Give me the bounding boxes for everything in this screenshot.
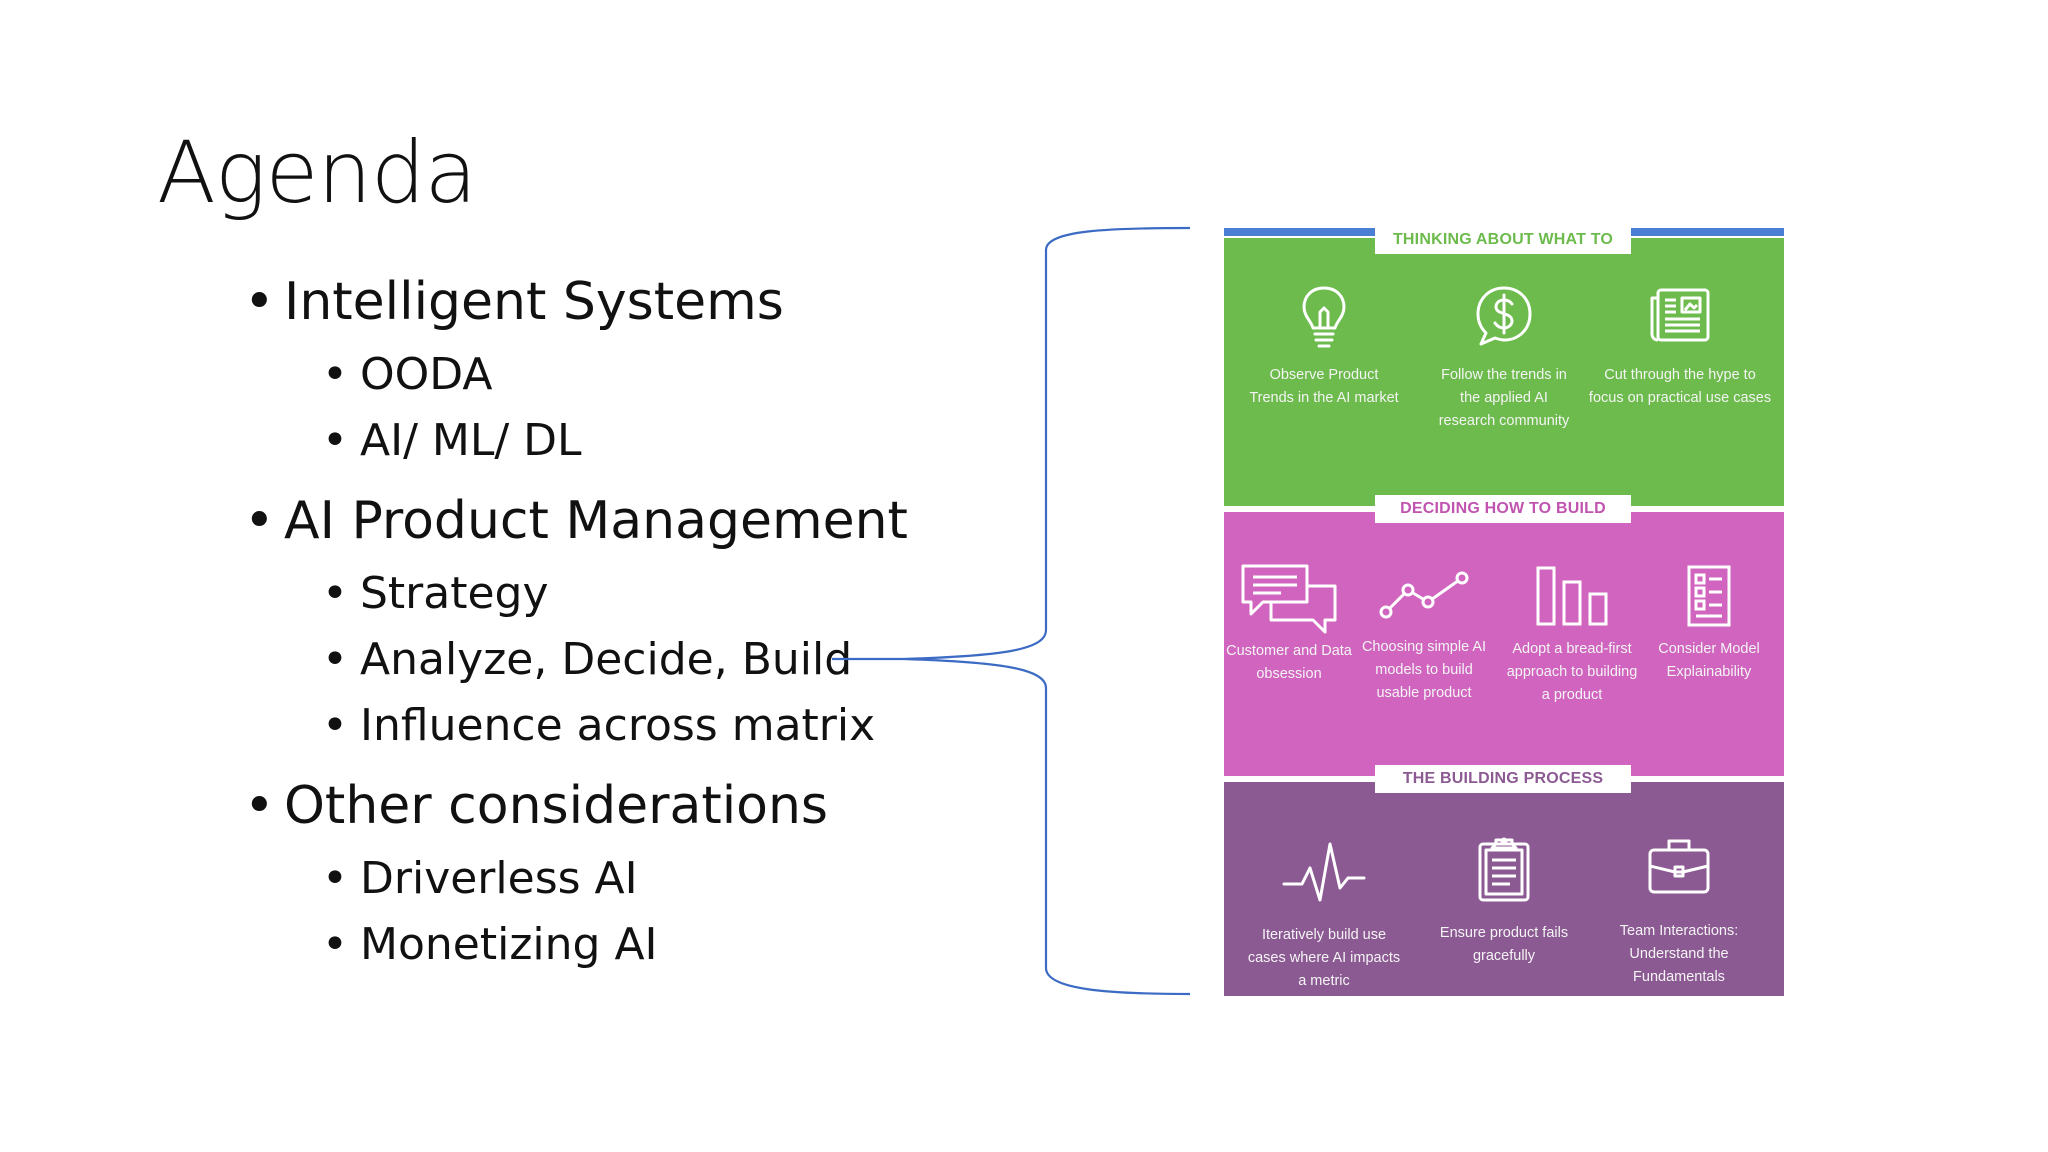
bullet-item: •AI Product Management [244, 489, 908, 553]
section-band-deciding [1224, 512, 1784, 776]
sub-bullet-label: OODA [360, 349, 493, 400]
item-caption-line: research community [1438, 413, 1570, 429]
infographic-item: Adopt a bread-first approach to building… [1504, 564, 1640, 707]
item-caption-line: approach to building [1506, 664, 1638, 680]
infographic-item: Observe Product Trends in the AI market [1224, 284, 1424, 410]
infographic-item: Iteratively build use cases where AI imp… [1224, 838, 1424, 993]
section-band-thinking [1224, 238, 1784, 506]
item-caption-line: models to build [1375, 662, 1473, 678]
item-caption-line: Choosing simple AI [1361, 639, 1487, 655]
clipboard-icon [1478, 837, 1530, 902]
infographic-item: Ensure product fails gracefully [1404, 836, 1604, 968]
infographic-item: Team Interactions: Understand the Fundam… [1574, 836, 1784, 989]
bar-chart-icon [1536, 566, 1608, 626]
sub-bullet-item: •OODA [322, 347, 492, 403]
bullet-label: AI Product Management [284, 491, 908, 551]
item-caption-line: gracefully [1472, 948, 1536, 964]
item-caption-line: Fundamentals [1633, 969, 1725, 985]
heartbeat-icon [1282, 842, 1366, 902]
brace-path [903, 226, 1191, 996]
infographic-item: Follow the trends in the applied AI rese… [1404, 284, 1604, 433]
bullet-glyph: • [322, 415, 348, 466]
bullet-glyph: • [322, 349, 348, 400]
item-caption-line: Team Interactions: [1619, 923, 1739, 939]
section-heading-building: THE BUILDING PROCESS [1375, 765, 1631, 793]
sub-bullet-label: Monetizing AI [360, 919, 658, 970]
checklist-icon [1687, 565, 1731, 627]
item-caption-line: Observe Product [1269, 367, 1379, 383]
bullet-item: •Other considerations [244, 774, 828, 838]
item-caption-line: Cut through the hype to [1604, 367, 1756, 383]
item-caption-line: Understand the [1629, 946, 1729, 962]
bullet-item: •Intelligent Systems [244, 270, 784, 334]
item-caption-line: usable product [1376, 685, 1472, 701]
line-graph-icon [1379, 571, 1469, 619]
item-caption-line: Trends in the AI market [1249, 390, 1399, 406]
item-caption-line: Customer and Data [1226, 643, 1352, 659]
item-caption-line: cases where AI impacts [1247, 950, 1401, 966]
infographic-item: Consider Model Explainability [1644, 564, 1774, 684]
item-caption-line: Consider Model [1658, 641, 1760, 657]
bullet-glyph: • [322, 634, 348, 685]
sub-bullet-item: •Strategy [322, 566, 549, 622]
sub-bullet-label: Driverless AI [360, 853, 638, 904]
infographic-item: Customer and Data obsession [1224, 562, 1354, 686]
bullet-glyph: • [322, 700, 348, 751]
bullet-label: Other considerations [284, 776, 829, 836]
infographic-item: Cut through the hype to focus on practic… [1576, 284, 1784, 410]
item-caption-line: Explainability [1666, 664, 1752, 680]
sub-bullet-label: Analyze, Decide, Build [360, 634, 853, 685]
sub-bullet-item: •Influence across matrix [322, 698, 875, 754]
sub-bullet-item: •Analyze, Decide, Build [322, 632, 852, 688]
sub-bullet-item: •AI/ ML/ DL [322, 413, 582, 469]
bullet-glyph: • [244, 491, 275, 551]
briefcase-icon [1648, 839, 1710, 894]
sub-bullet-label: AI/ ML/ DL [360, 415, 582, 466]
bullet-glyph: • [244, 776, 275, 836]
item-caption-line: Iteratively build use [1261, 927, 1387, 943]
sub-bullet-label: Strategy [360, 568, 549, 619]
item-caption-line: Ensure product fails [1439, 925, 1569, 941]
slide-title: Agenda [157, 123, 477, 223]
sub-bullet-label: Influence across matrix [360, 700, 876, 751]
item-caption-line: Follow the trends in [1441, 367, 1567, 383]
dollar-bubble-icon [1476, 286, 1532, 346]
bullet-label: Intelligent Systems [284, 272, 784, 332]
item-caption-line: focus on practical use cases [1588, 390, 1772, 406]
bullet-glyph: • [322, 919, 348, 970]
lightbulb-icon [1302, 286, 1346, 348]
infographic-item: Choosing simple AI models to build usabl… [1344, 568, 1504, 705]
bullet-glyph: • [322, 853, 348, 904]
section-heading-deciding: DECIDING HOW TO BUILD [1375, 495, 1631, 523]
sub-bullet-item: •Driverless AI [322, 851, 638, 907]
bullet-glyph: • [244, 272, 275, 332]
item-caption-line: a product [1541, 687, 1603, 703]
sub-bullet-item: •Monetizing AI [322, 917, 658, 973]
infographic-panel: THINKING ABOUT WHAT TO BUILD DECIDING HO… [1224, 226, 1784, 996]
chat-bubbles-icon [1241, 564, 1337, 634]
bullet-glyph: • [322, 568, 348, 619]
item-caption-line: Adopt a bread-first [1512, 641, 1632, 657]
section-heading-thinking: THINKING ABOUT WHAT TO BUILD [1375, 226, 1631, 276]
item-caption-line: a metric [1298, 973, 1350, 989]
newspaper-icon [1650, 288, 1710, 342]
item-caption-line: the applied AI [1460, 390, 1548, 406]
item-caption-line: obsession [1256, 666, 1322, 682]
